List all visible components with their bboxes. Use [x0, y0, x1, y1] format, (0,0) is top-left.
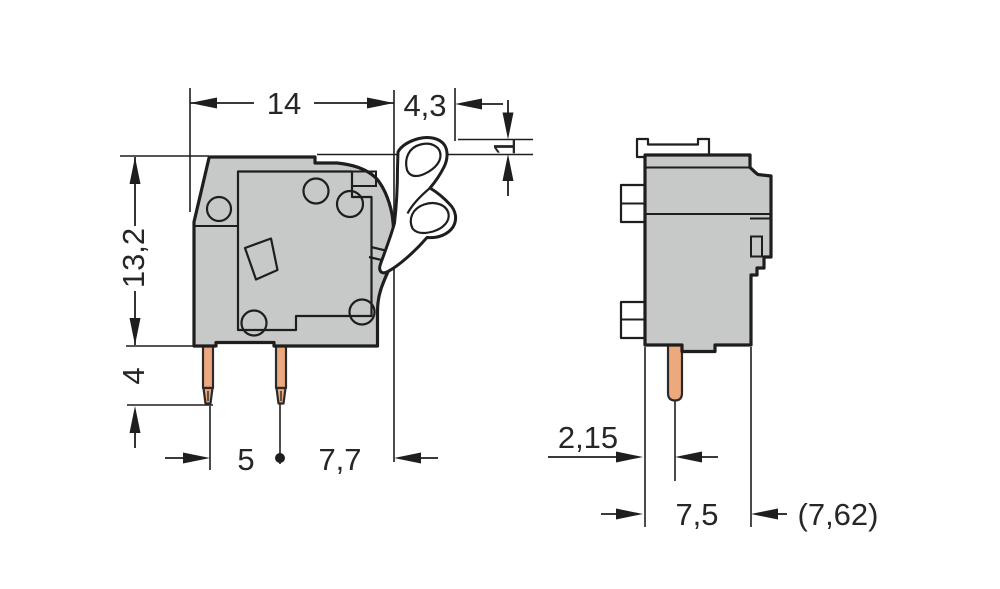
arrowhead-pin-to-edge-right	[675, 451, 702, 463]
side-solder-pin	[666, 343, 684, 402]
arrowhead-pitch-left	[616, 508, 643, 520]
hole-top-center	[302, 177, 330, 205]
side-latch-slot	[750, 235, 763, 258]
arrowhead-lever-height-top	[502, 112, 514, 140]
arrowhead-pin-spacing	[183, 452, 210, 464]
arrowhead-height-bottom	[129, 318, 141, 345]
dim-label-pitch-alt: (7,62)	[798, 497, 879, 532]
side-body-outline	[643, 153, 773, 354]
arrowhead-pitch-right	[751, 508, 778, 520]
dim-label-pin-length: 4	[116, 367, 151, 384]
side-top-rail	[635, 137, 711, 159]
front-view	[192, 136, 458, 405]
mount-tab-upper	[619, 183, 647, 224]
arrowhead-pin-to-edge-left	[616, 451, 643, 463]
mount-tab-lower	[619, 300, 647, 340]
arrowhead-lever-offset	[455, 98, 482, 110]
spring-window	[243, 237, 279, 281]
solder-pin-left	[201, 344, 215, 405]
dim-label-pin-spacing: 5	[237, 442, 254, 477]
dim-label-lever-offset: 4,3	[403, 88, 446, 123]
pin-left-shaft	[201, 344, 215, 390]
dim-label-height: 13,2	[116, 228, 151, 288]
pin-center-shaft	[274, 344, 288, 390]
hole-bottom-right	[348, 298, 376, 326]
dim-label-pin-to-edge: 2,15	[558, 420, 618, 455]
arrowhead-width-right	[367, 97, 394, 109]
dim-label-right-offset: 7,7	[318, 442, 361, 477]
lever-face-lower	[409, 201, 450, 235]
arrowhead-pin-length	[129, 406, 141, 433]
side-view	[619, 137, 773, 402]
hole-top-right	[335, 189, 365, 219]
pushbutton-lever	[378, 136, 458, 275]
lever-web-line	[406, 187, 431, 215]
datum-dot	[275, 453, 285, 463]
hole-bottom-left	[240, 309, 268, 337]
arrowhead-right-offset	[394, 452, 421, 464]
arrowhead-height-top	[129, 157, 141, 184]
dim-label-width: 14	[267, 86, 301, 121]
latch-detail	[351, 170, 377, 187]
dimension-annotations	[129, 97, 787, 520]
solder-pin-center	[274, 344, 288, 405]
arrowhead-lever-height-bottom	[502, 154, 514, 181]
dim-label-pitch: 7,5	[675, 497, 718, 532]
lever-face-upper	[405, 142, 442, 178]
arrowhead-width-left	[190, 97, 217, 109]
hole-top-left	[205, 195, 233, 223]
dimension-labels: 14 4,3 1 13,2 4 5 7,7 2,15 7,5 (7,62)	[116, 86, 878, 532]
lever-outline	[378, 136, 458, 275]
dim-label-lever-height: 1	[487, 138, 522, 155]
